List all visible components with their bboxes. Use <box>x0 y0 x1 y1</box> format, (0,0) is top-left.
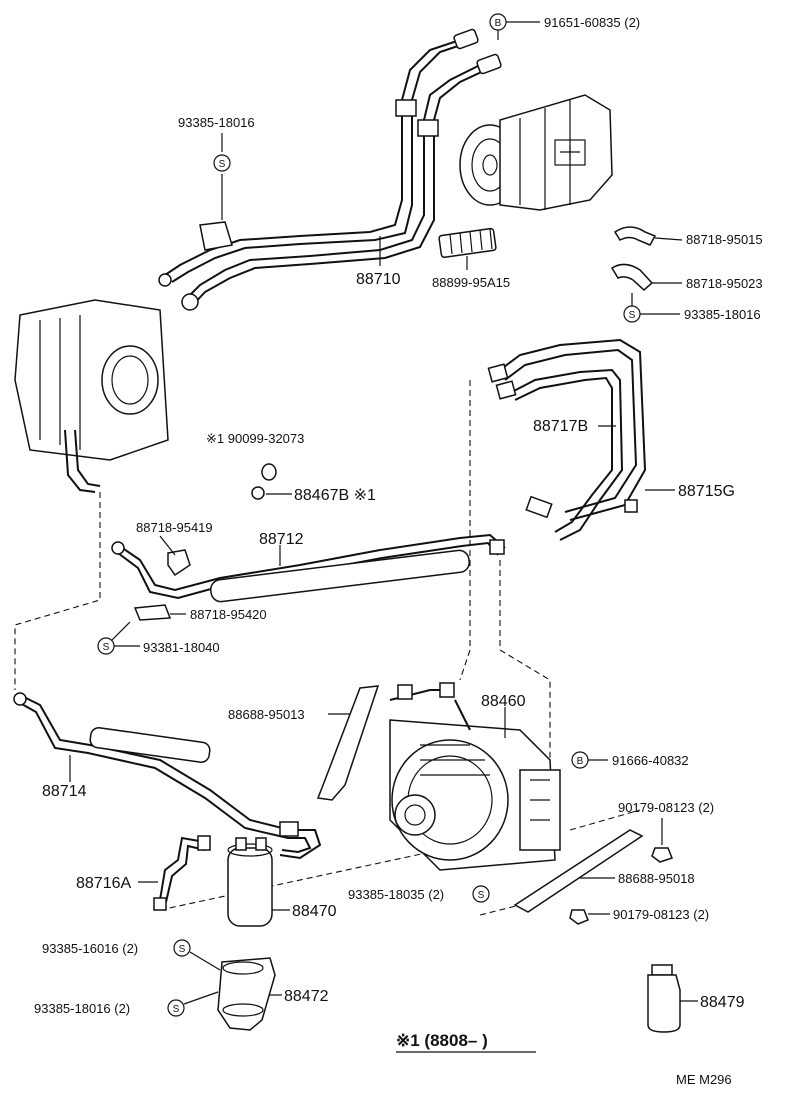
label-88716a: 88716A <box>76 875 131 892</box>
callout-93385-16016: 93385-16016 (2) S <box>42 939 221 971</box>
screw-mark: S <box>219 159 226 170</box>
bracket-95018: 88688-95018 <box>513 829 695 913</box>
dashed-connectors <box>14 380 641 916</box>
callout-93385-18016-b: 93385-18016 (2) S <box>34 991 219 1017</box>
label-88470: 88470 <box>292 903 337 920</box>
footnote: ※1 (8808– ) <box>396 1031 536 1053</box>
label-93385-top: 93385-18016 <box>178 115 255 130</box>
label-95419: 88718-95419 <box>136 520 213 535</box>
hose-88717b-88715g <box>487 338 647 541</box>
callout-88712: 88712 <box>259 531 304 566</box>
pipe-88716a: 88716A <box>76 835 211 911</box>
callout-95023: 88718-95023 <box>652 276 763 291</box>
callout-91651: B 91651-60835 (2) <box>489 13 640 40</box>
compressor <box>459 94 613 211</box>
clamp-95420: 88718-95420 <box>133 604 267 622</box>
screw-mark: S <box>179 944 186 955</box>
label-88479: 88479 <box>700 994 745 1011</box>
callout-95015: 88718-95015 <box>654 232 763 247</box>
label-93385-right: 93385-18016 <box>684 307 761 322</box>
callout-93381: S 93381-18040 <box>97 621 220 655</box>
callout-90179-a: 90179-08123 (2) <box>618 800 714 863</box>
label-95013: 88688-95013 <box>228 707 305 722</box>
cover-88899 <box>438 227 497 259</box>
receiver-88470: 88470 <box>227 837 337 927</box>
bolt-mark: B <box>495 18 502 29</box>
label-93385-18016-b: 93385-18016 (2) <box>34 1001 130 1016</box>
label-93385-18035: 93385-18035 (2) <box>348 887 444 902</box>
label-95018: 88688-95018 <box>618 871 695 886</box>
label-90179-a: 90179-08123 (2) <box>618 800 714 815</box>
bracket-88472: 88472 <box>217 957 329 1031</box>
label-88899: 88899-95A15 <box>432 275 510 290</box>
bracket-95013: 88688-95013 <box>228 685 380 801</box>
screw-mark: S <box>629 310 636 321</box>
label-88467b: 88467B ※1 <box>294 487 376 504</box>
clamp-95419: 88718-95419 <box>136 520 213 577</box>
label-90179-b: 90179-08123 (2) <box>613 907 709 922</box>
bolt-mark: B <box>577 756 584 767</box>
label-90099: ※1 90099-32073 <box>206 431 304 446</box>
screw-mark: S <box>173 1004 180 1015</box>
label-88714: 88714 <box>42 783 87 800</box>
label-88715g: 88715G <box>678 483 735 500</box>
pipe-88712 <box>111 533 506 603</box>
screw-mark: S <box>478 890 485 901</box>
label-91666: 91666-40832 <box>612 753 689 768</box>
callout-88899: 88899-95A15 <box>432 256 510 290</box>
label-88717b: 88717B <box>533 418 588 435</box>
pipe-88714: 88714 <box>13 692 322 860</box>
label-95015: 88718-95015 <box>686 232 763 247</box>
callout-88717b: 88717B <box>533 418 616 435</box>
label-95420: 88718-95420 <box>190 607 267 622</box>
label-93381: 93381-18040 <box>143 640 220 655</box>
condenser-88460 <box>389 682 561 871</box>
callout-90179-b: 90179-08123 (2) <box>569 907 709 925</box>
label-93385-16016: 93385-16016 (2) <box>42 941 138 956</box>
screw-mark: S <box>103 642 110 653</box>
label-88710: 88710 <box>356 271 401 288</box>
callout-91666: B 91666-40832 <box>571 751 689 769</box>
o-rings: ※1 90099-32073 88467B ※1 <box>206 431 376 504</box>
tube-88479: 88479 <box>647 964 745 1033</box>
label-88472: 88472 <box>284 988 329 1005</box>
label-91651: 91651-60835 (2) <box>544 15 640 30</box>
callout-88460: 88460 <box>481 693 526 738</box>
clamps-right <box>610 226 657 292</box>
callout-88710: 88710 <box>356 236 401 288</box>
page-code: ME M296 <box>676 1072 732 1087</box>
label-95023: 88718-95023 <box>686 276 763 291</box>
engine-block <box>14 299 169 493</box>
label-88460: 88460 <box>481 693 526 710</box>
callout-93385-top: 93385-18016 S <box>178 115 255 220</box>
footnote-text: ※1 (8808– ) <box>396 1031 488 1050</box>
callout-93385-right: S 93385-18016 <box>623 293 761 323</box>
label-88712: 88712 <box>259 531 304 548</box>
callout-88715g: 88715G <box>645 483 735 500</box>
hose-88710 <box>158 28 502 311</box>
callout-93385-18035: 93385-18035 (2) S <box>348 885 490 903</box>
